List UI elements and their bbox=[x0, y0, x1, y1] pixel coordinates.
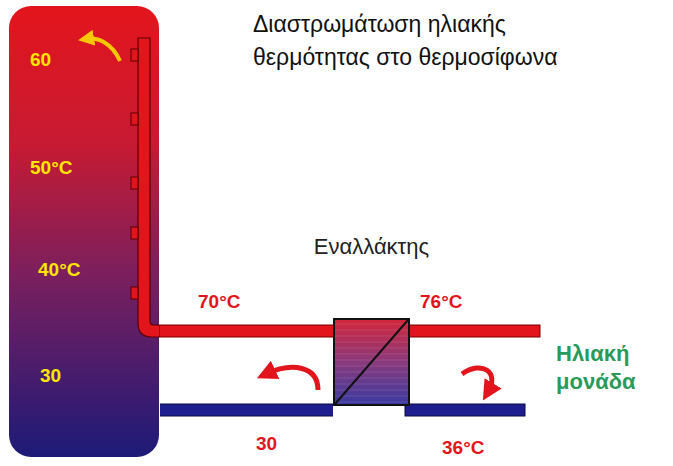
temperature-label: 70°C bbox=[198, 291, 240, 313]
temperature-label: 30 bbox=[256, 433, 277, 455]
temperature-label: 40°C bbox=[38, 259, 80, 281]
pipe-connector bbox=[160, 410, 333, 411]
pipe-outline bbox=[160, 325, 333, 338]
outlet-nozzle bbox=[131, 49, 138, 61]
temperature-label: 30 bbox=[40, 365, 61, 387]
temperature-label: 60 bbox=[30, 49, 51, 71]
heat-exchanger: Εναλλάκτης bbox=[290, 232, 453, 408]
solar-unit-label: Ηλιακή μονάδα bbox=[556, 340, 656, 396]
outflow-arrow bbox=[86, 39, 120, 61]
pipe bbox=[160, 405, 333, 416]
outlet-nozzle bbox=[131, 177, 138, 189]
storage-tank: 60 50°C 40°C 30 bbox=[8, 5, 160, 458]
temperature-label: 36°C bbox=[442, 437, 484, 459]
pipe-connector bbox=[160, 331, 333, 332]
flow-arrow bbox=[266, 367, 318, 390]
temperature-label: 76°C bbox=[420, 291, 462, 313]
tank-body bbox=[9, 6, 159, 457]
pipe bbox=[160, 326, 333, 337]
outlet-nozzle bbox=[131, 287, 138, 299]
tank-shape bbox=[8, 5, 160, 458]
diagram-title: Διαστρωμάτωση ηλιακής θερμότητας στο θερ… bbox=[253, 8, 623, 74]
cold-pipe-right bbox=[405, 404, 525, 416]
exchanger-graphic bbox=[333, 318, 410, 406]
flow-arrow bbox=[462, 368, 492, 392]
exchanger-body bbox=[333, 318, 410, 406]
temperature-label: 50°C bbox=[30, 157, 72, 179]
pipe-outline bbox=[160, 404, 333, 417]
dip-pipe bbox=[138, 38, 160, 337]
outlet-nozzle bbox=[131, 113, 138, 125]
node-label: Εναλλάκτης bbox=[314, 234, 429, 260]
outlet-nozzle bbox=[131, 227, 138, 239]
hot-pipe-right bbox=[405, 325, 540, 337]
